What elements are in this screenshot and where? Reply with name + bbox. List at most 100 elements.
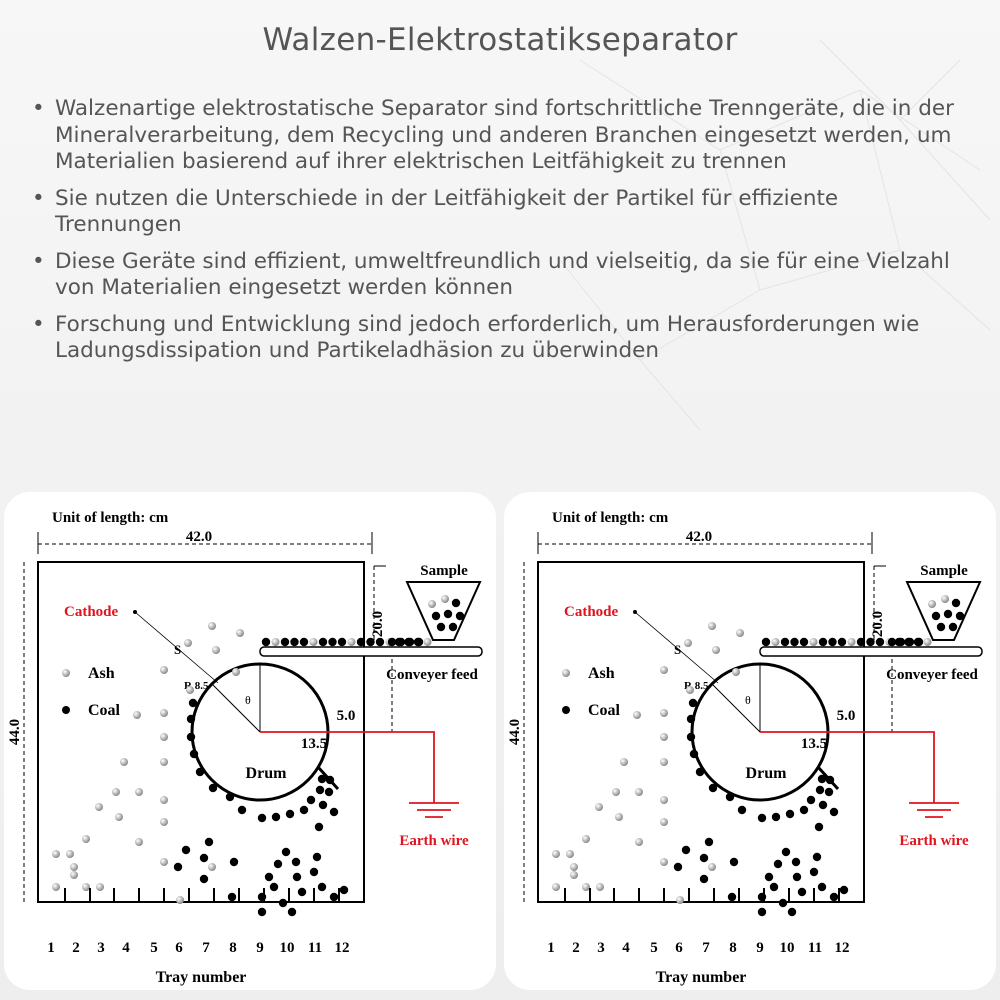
- ash-particle: [660, 733, 668, 741]
- earth-wire: [760, 731, 935, 803]
- coal-particle: [818, 637, 828, 647]
- bullet-list: •Walzenartige elektrostatische Separator…: [30, 96, 970, 375]
- cathode-distance-line: [134, 611, 219, 684]
- ash-particle: [595, 803, 603, 811]
- coal-particle: [828, 637, 837, 647]
- tray-number-label: 4: [622, 940, 630, 956]
- ash-particle: [570, 863, 578, 871]
- height-dim-label: 44.0: [507, 719, 523, 745]
- tray-number-label: 12: [835, 940, 850, 956]
- coal-particle: [188, 698, 198, 708]
- tray-number-label: 10: [280, 940, 295, 956]
- coal-particle: [951, 598, 961, 608]
- ash-particle: [660, 758, 668, 766]
- coal-particle: [436, 622, 446, 632]
- ash-particle: [120, 758, 128, 766]
- coal-particle: [806, 795, 816, 805]
- coal-particle: [264, 872, 274, 882]
- coal-particle: [787, 907, 797, 917]
- ash-particle: [552, 883, 560, 891]
- bullet-item: •Forschung und Entwicklung sind jedoch e…: [30, 312, 970, 365]
- conveyer-label: Conveyer feed: [386, 667, 478, 683]
- coal-particle: [790, 637, 799, 647]
- tray-number-label: 12: [335, 940, 350, 956]
- coal-particle: [199, 853, 209, 863]
- coal-particle: [757, 907, 767, 917]
- legend-coal-marker: [62, 706, 70, 714]
- bullet-item: •Walzenartige elektrostatische Separator…: [30, 96, 970, 176]
- drum-offset-label: 5.0: [837, 708, 856, 724]
- ash-particle: [612, 788, 620, 796]
- sample-label: Sample: [420, 563, 468, 579]
- width-dim-label: 42.0: [686, 529, 712, 545]
- conveyer-particles: [261, 637, 432, 647]
- coal-particle: [699, 874, 709, 884]
- drum-label: Drum: [246, 765, 288, 782]
- ash-particle: [160, 709, 168, 717]
- ash-particle: [232, 668, 240, 676]
- ground-symbol-icon: [909, 802, 959, 818]
- coal-particle: [856, 637, 866, 647]
- coal-particle: [817, 882, 827, 892]
- tray-number-label: 5: [150, 940, 158, 956]
- legend-coal-label: Coal: [88, 702, 121, 719]
- tray-number-label: 9: [756, 940, 764, 956]
- ground-symbol-icon: [409, 802, 459, 818]
- coal-particle: [366, 637, 375, 647]
- ash-particle: [135, 788, 143, 796]
- feed-dim-label: 20.0: [870, 611, 886, 637]
- conveyer-belt: [259, 646, 483, 657]
- ash-particle: [732, 668, 740, 676]
- legend-ash-label: Ash: [88, 665, 115, 682]
- coal-particle: [737, 805, 747, 815]
- sample-hopper: [405, 581, 482, 641]
- separator-diagram: Unit of length: cm 42.0 44.0 20.0 5.0 Sa…: [7, 510, 483, 986]
- coal-particle: [292, 872, 302, 882]
- ash-particle: [552, 850, 560, 858]
- coal-particle: [315, 785, 325, 795]
- coal-particle: [764, 872, 774, 882]
- coal-particle: [287, 907, 297, 917]
- ash-particle: [96, 883, 104, 891]
- coal-particle: [257, 813, 267, 823]
- coal-particle: [375, 637, 385, 647]
- coal-particle: [829, 892, 839, 902]
- cathode-distance-line: [634, 611, 719, 684]
- coal-particle: [896, 637, 906, 647]
- coal-particle: [297, 887, 307, 897]
- coal-particle: [306, 795, 316, 805]
- conveyer-particles: [761, 637, 932, 647]
- ash-particle: [633, 711, 641, 719]
- coal-particle: [785, 809, 795, 819]
- ash-particle: [676, 896, 684, 904]
- feed-dim-label: 20.0: [370, 611, 386, 637]
- ash-particle: [847, 638, 856, 646]
- drum-radius-line: [710, 682, 761, 733]
- legend-coal-label: Coal: [588, 702, 621, 719]
- coal-particle: [791, 857, 801, 867]
- ash-particle: [923, 638, 932, 646]
- ash-particle: [596, 883, 604, 891]
- coal-particle: [455, 611, 465, 621]
- coal-particle: [396, 637, 406, 647]
- coal-particle: [237, 805, 247, 815]
- coal-particle: [227, 892, 237, 902]
- coal-particle: [317, 774, 327, 784]
- coal-particle: [443, 609, 453, 619]
- ash-particle: [70, 871, 78, 879]
- coal-particle: [936, 622, 946, 632]
- tray-number-label: 8: [229, 940, 237, 956]
- coal-particle: [290, 637, 299, 647]
- coal-particle: [727, 892, 737, 902]
- ash-particle: [708, 863, 716, 871]
- coal-particle: [814, 822, 824, 832]
- coal-particle: [875, 637, 885, 647]
- separator-diagram: Unit of length: cm 42.0 44.0 20.0 5.0 Sa…: [507, 510, 983, 986]
- ash-particle: [712, 646, 720, 654]
- tray-dividers: [64, 888, 340, 902]
- ash-particle: [809, 638, 818, 646]
- ash-particle: [686, 686, 694, 694]
- bullet-item: •Diese Geräte sind effizient, umweltfreu…: [30, 249, 970, 302]
- bullet-dot-icon: •: [32, 96, 45, 121]
- tray-number-label: 7: [702, 940, 710, 956]
